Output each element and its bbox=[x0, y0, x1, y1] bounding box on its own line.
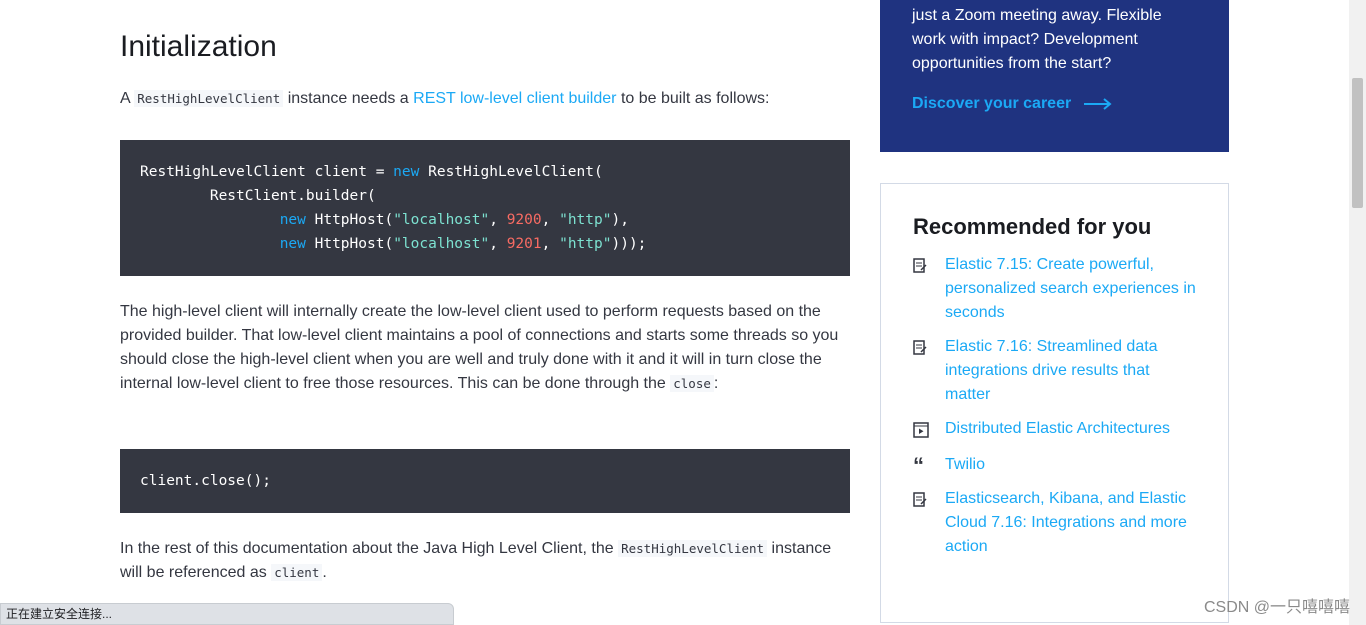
code-text: RestHighLevelClient client = bbox=[140, 164, 394, 180]
career-promo: just a Zoom meeting away. Flexible work … bbox=[880, 0, 1229, 152]
discover-career-link[interactable]: Discover your career bbox=[912, 95, 1112, 113]
video-icon bbox=[913, 417, 945, 443]
code-indent bbox=[140, 212, 280, 228]
inline-code: close bbox=[670, 375, 714, 392]
code-block-init[interactable]: RestHighLevelClient client = new RestHig… bbox=[120, 140, 850, 276]
rest-builder-link[interactable]: REST low-level client builder bbox=[413, 90, 617, 107]
recommended-panel: Recommended for you Elastic 7.15: Create… bbox=[880, 183, 1229, 623]
recommended-link[interactable]: Elastic 7.16: Streamlined data integrati… bbox=[945, 338, 1158, 403]
code-text: RestClient.builder( bbox=[140, 188, 376, 204]
intro-paragraph: A RestHighLevelClient instance needs a R… bbox=[120, 87, 850, 111]
scrollbar-thumb[interactable] bbox=[1352, 78, 1363, 208]
paragraph-text: The high-level client will internally cr… bbox=[120, 303, 839, 392]
intro-suffix: to be built as follows: bbox=[620, 90, 770, 107]
arrow-right-icon bbox=[1083, 97, 1112, 110]
paragraph-text: instance will be referenced as bbox=[120, 540, 832, 581]
recommended-link[interactable]: Distributed Elastic Architectures bbox=[945, 420, 1170, 437]
browser-status-bar: 正在建立安全连接... bbox=[0, 603, 454, 625]
intro-prefix: A bbox=[120, 90, 130, 107]
code-string: "http" bbox=[559, 212, 612, 228]
recommended-title: Recommended for you bbox=[913, 214, 1152, 239]
inline-code: RestHighLevelClient bbox=[134, 90, 284, 107]
code-text: ), bbox=[611, 212, 629, 228]
code-text: HttpHost( bbox=[305, 236, 394, 252]
recommended-link[interactable]: Elastic 7.15: Create powerful, personali… bbox=[945, 256, 1196, 321]
code-indent bbox=[140, 236, 280, 252]
code-text: , bbox=[489, 212, 507, 228]
recommended-item[interactable]: “ Twilio bbox=[913, 453, 1196, 477]
code-number: 9200 bbox=[506, 212, 542, 228]
recommended-item[interactable]: Elastic 7.15: Create powerful, personali… bbox=[913, 253, 1196, 325]
code-string: "http" bbox=[559, 236, 612, 252]
section-title: Initialization bbox=[120, 30, 277, 63]
inline-code: client bbox=[271, 564, 323, 581]
close-paragraph: The high-level client will internally cr… bbox=[120, 300, 850, 396]
code-block-close[interactable]: client.close(); bbox=[120, 449, 850, 513]
vertical-scrollbar[interactable] bbox=[1349, 0, 1366, 625]
inline-code: RestHighLevelClient bbox=[618, 540, 768, 557]
recommended-link[interactable]: Elasticsearch, Kibana, and Elastic Cloud… bbox=[945, 490, 1187, 555]
paragraph-suffix: . bbox=[322, 564, 327, 581]
promo-text: just a Zoom meeting away. Flexible work … bbox=[912, 7, 1162, 72]
code-text: client.close(); bbox=[140, 473, 271, 489]
watermark: CSDN @一只嘻嘻嘻 bbox=[1203, 599, 1350, 616]
recommended-item[interactable]: Elasticsearch, Kibana, and Elastic Cloud… bbox=[913, 487, 1196, 559]
document-icon bbox=[913, 487, 945, 513]
intro-middle: instance needs a bbox=[287, 90, 409, 107]
paragraph-suffix: : bbox=[713, 375, 719, 392]
code-text: , bbox=[541, 236, 560, 252]
code-keyword: new bbox=[279, 212, 306, 228]
code-text: ))); bbox=[611, 236, 647, 252]
recommended-link[interactable]: Twilio bbox=[945, 456, 986, 473]
code-text: , bbox=[489, 236, 507, 252]
code-text: HttpHost( bbox=[305, 212, 394, 228]
quote-icon: “ bbox=[913, 453, 924, 478]
code-number: 9201 bbox=[506, 236, 542, 252]
code-keyword: new bbox=[393, 164, 420, 180]
code-text: RestHighLevelClient( bbox=[419, 164, 603, 180]
reference-paragraph: In the rest of this documentation about … bbox=[120, 537, 850, 585]
document-icon bbox=[913, 253, 945, 279]
code-string: "localhost" bbox=[393, 212, 490, 228]
code-string: "localhost" bbox=[393, 236, 490, 252]
recommended-item[interactable]: Elastic 7.16: Streamlined data integrati… bbox=[913, 335, 1196, 407]
code-keyword: new bbox=[279, 236, 306, 252]
code-text: , bbox=[541, 212, 560, 228]
promo-link-label: Discover your career bbox=[912, 95, 1072, 112]
document-icon bbox=[913, 335, 945, 361]
paragraph-text: In the rest of this documentation about … bbox=[120, 540, 614, 557]
recommended-item[interactable]: Distributed Elastic Architectures bbox=[913, 417, 1196, 443]
